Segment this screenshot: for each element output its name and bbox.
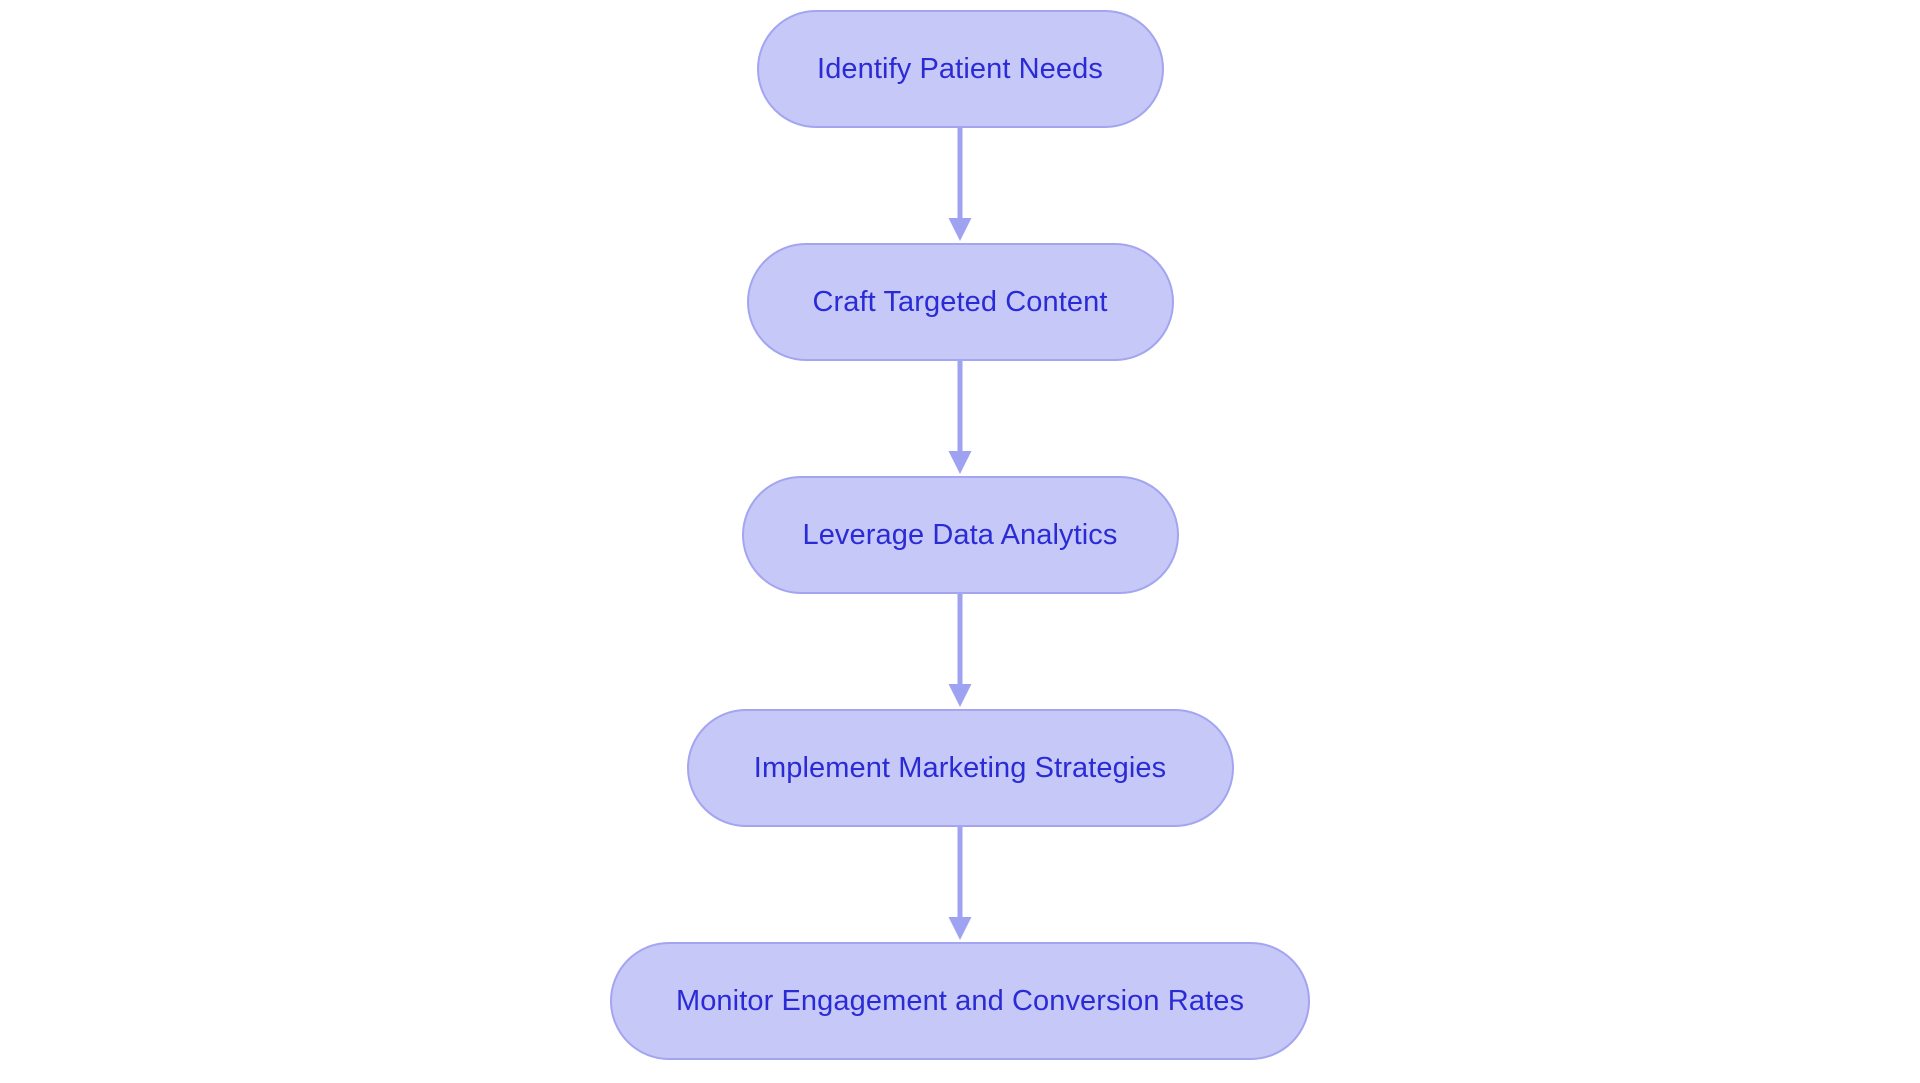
flow-edge-arrow-4 <box>943 827 977 942</box>
flow-edge-arrow-1 <box>943 128 977 243</box>
flow-node-label: Leverage Data Analytics <box>802 518 1118 551</box>
flow-node-label: Monitor Engagement and Conversion Rates <box>675 984 1245 1017</box>
flow-edge-arrow-3 <box>943 594 977 709</box>
arrowhead-down-icon <box>948 451 972 474</box>
arrowhead-down-icon <box>948 218 972 241</box>
flow-node-craft-targeted-content[interactable]: Craft Targeted Content <box>746 243 1174 361</box>
flow-node-implement-marketing-strategies[interactable]: Implement Marketing Strategies <box>686 709 1234 827</box>
flow-node-monitor-engagement-and-conversion-rates[interactable]: Monitor Engagement and Conversion Rates <box>610 942 1310 1060</box>
arrowhead-down-icon <box>948 917 972 940</box>
flow-node-label: Identify Patient Needs <box>817 52 1103 85</box>
flow-edge-arrow-2 <box>943 361 977 476</box>
flow-node-identify-patient-needs[interactable]: Identify Patient Needs <box>756 10 1164 128</box>
arrowhead-down-icon <box>948 684 972 707</box>
flow-node-label: Craft Targeted Content <box>812 285 1108 318</box>
flow-node-leverage-data-analytics[interactable]: Leverage Data Analytics <box>741 476 1179 594</box>
flow-node-label: Implement Marketing Strategies <box>753 751 1167 784</box>
